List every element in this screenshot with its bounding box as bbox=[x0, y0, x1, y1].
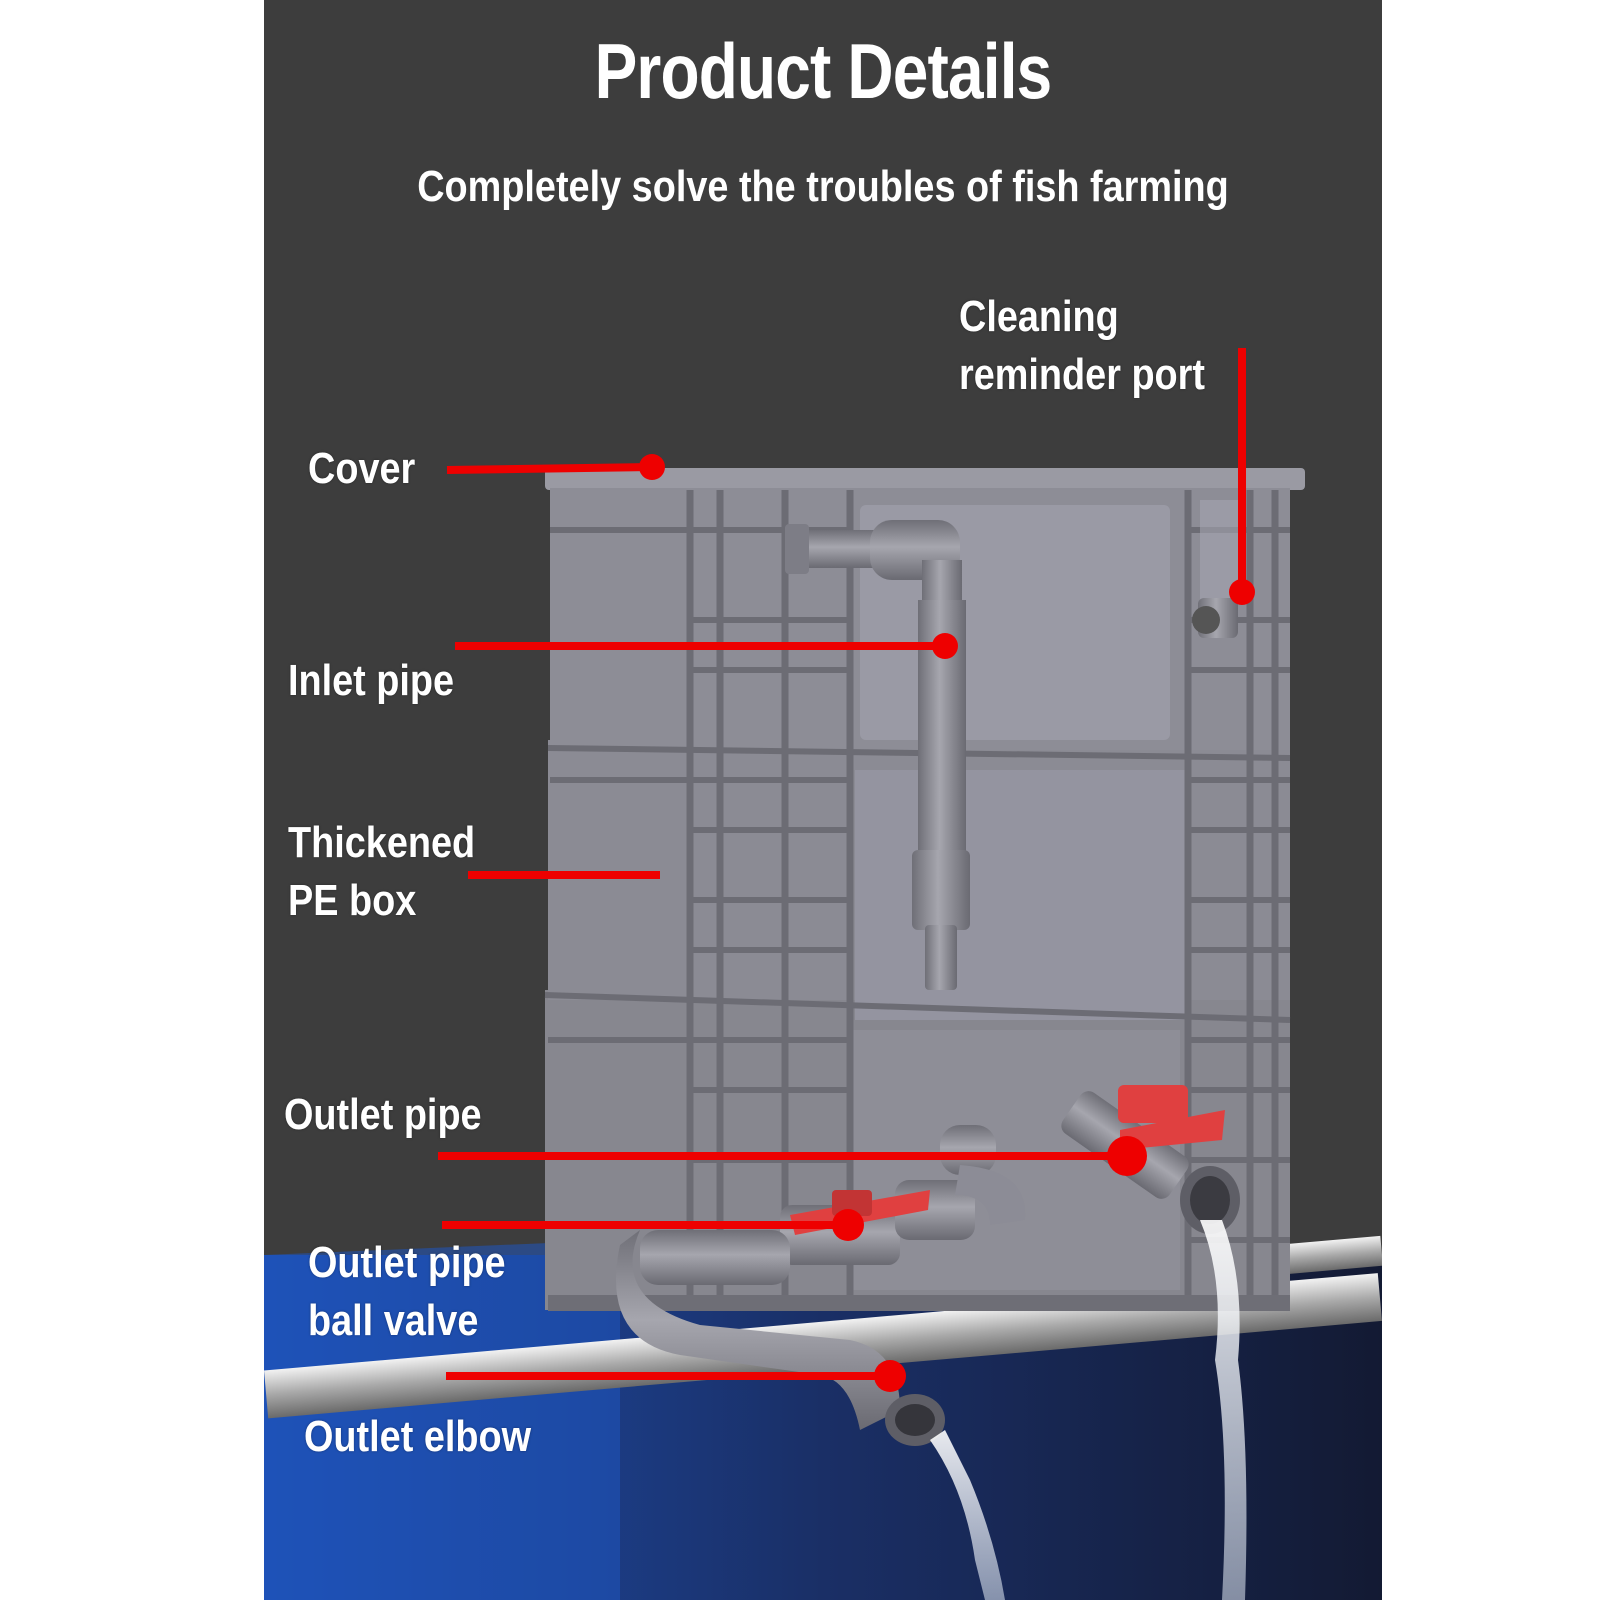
label-outlet-elbow: Outlet elbow bbox=[304, 1412, 532, 1461]
callout-lines bbox=[438, 348, 1255, 1392]
label-outlet-pipe: Outlet pipe bbox=[284, 1090, 482, 1139]
label-inlet-pipe: Inlet pipe bbox=[288, 656, 455, 705]
product-details-panel: Product Details Completely solve the tro… bbox=[264, 0, 1382, 1600]
label-outlet-pipe-ball-valve: Outlet pipe ball valve bbox=[308, 1238, 506, 1345]
filter-box-illustration bbox=[264, 348, 1382, 1600]
page-subtitle: Completely solve the troubles of fish fa… bbox=[417, 162, 1229, 211]
water-streams bbox=[930, 1220, 1247, 1600]
label-thickened-pe-box: Thickened PE box bbox=[288, 818, 476, 925]
outlet-elbow-graphic bbox=[616, 1230, 945, 1446]
cleaning-port-graphic bbox=[1192, 500, 1238, 638]
label-cleaning-reminder-port: Cleaning reminder port bbox=[959, 292, 1206, 399]
label-cover: Cover bbox=[308, 444, 416, 493]
page-title: Product Details bbox=[594, 27, 1053, 115]
